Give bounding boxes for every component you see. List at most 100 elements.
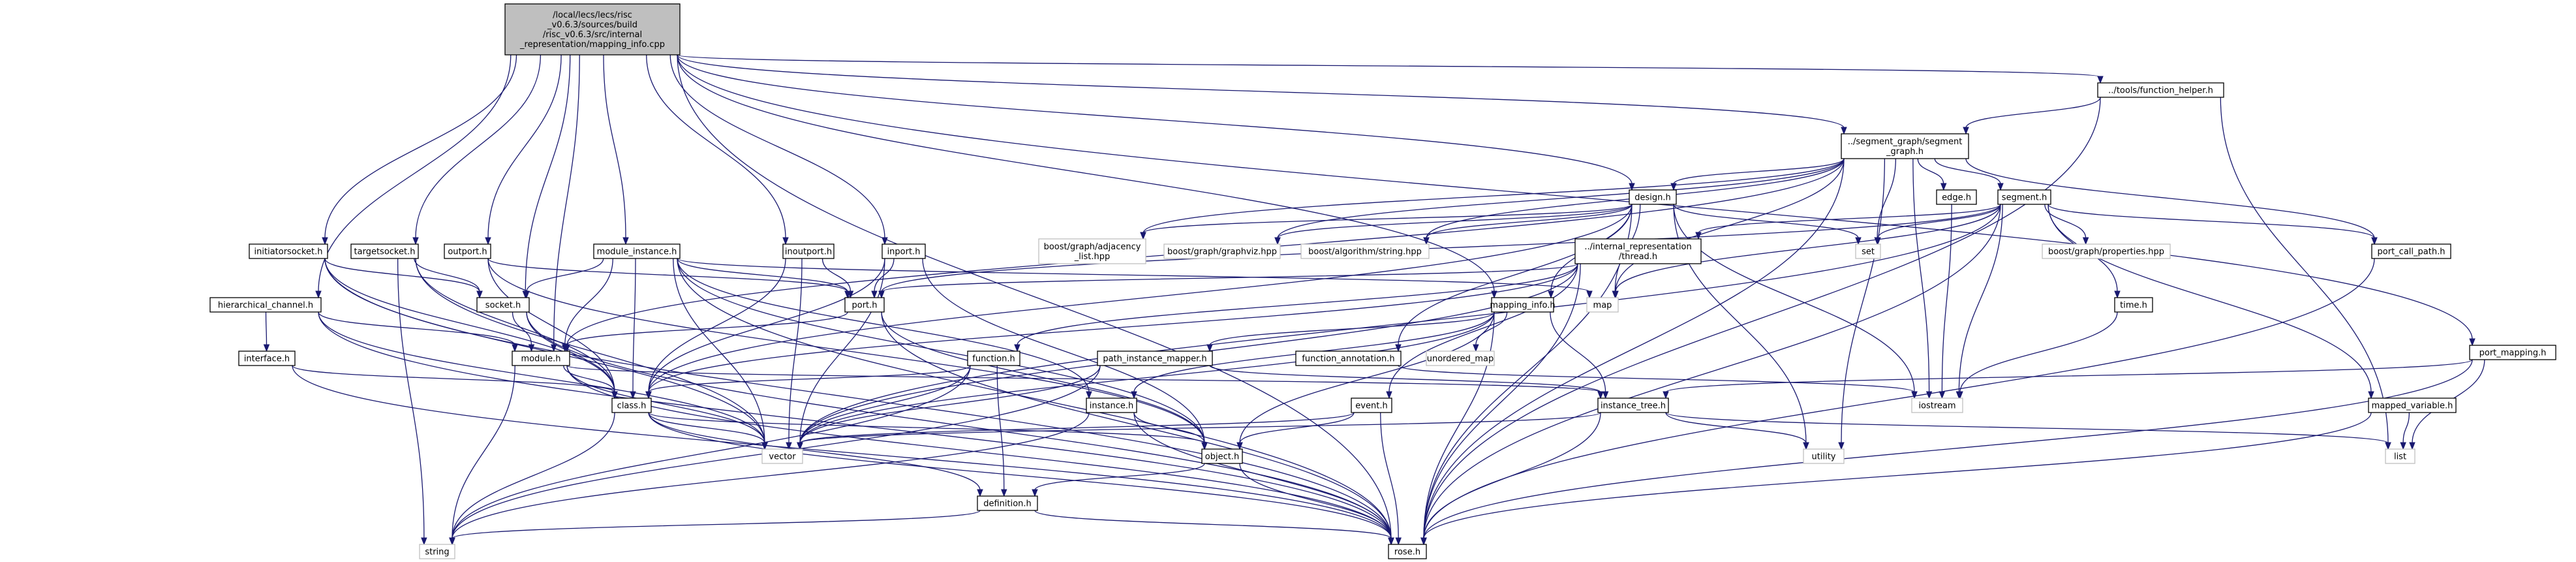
- edge-function_helper-to-list: [2220, 97, 2389, 444]
- edge-thread-to-event: [1388, 263, 1578, 393]
- edge-module-to-class: [563, 365, 615, 393]
- node-rose[interactable]: rose.h: [1388, 544, 1427, 559]
- edge-module_instance-to-instance: [677, 258, 1090, 393]
- node-label-port_call_path: port_call_path.h: [2378, 247, 2446, 257]
- arrowhead-segment-to-thread: [1695, 232, 1702, 240]
- node-interface[interactable]: interface.h: [238, 351, 296, 366]
- node-function[interactable]: function.h: [967, 351, 1020, 366]
- arrowhead-mapped_variable-to-list: [2400, 442, 2406, 450]
- edge-segment-to-map: [1615, 204, 2001, 292]
- arrowhead-hier_channel-to-interface: [263, 344, 270, 352]
- node-thread[interactable]: ../internal_representation/thread.h: [1574, 238, 1702, 264]
- node-function_helper[interactable]: ../tools/function_helper.h: [2097, 82, 2224, 98]
- node-port[interactable]: port.h: [844, 297, 885, 313]
- node-edge[interactable]: edge.h: [1936, 189, 1977, 205]
- edge-root-to-inport: [669, 54, 885, 239]
- node-initiatorsocket[interactable]: initiatorsocket.h: [249, 243, 328, 259]
- node-object[interactable]: object.h: [1201, 448, 1243, 464]
- edge-thread-to-port: [881, 263, 1578, 292]
- arrowhead-segment-to-port_call_path: [2371, 237, 2378, 245]
- node-label-root: _v0.6.3/sources/build: [547, 20, 637, 30]
- arrowhead-object-to-definition: [1032, 489, 1038, 497]
- arrowhead-mapping_info-to-instance_tree: [1602, 391, 1609, 399]
- edge-targetsocket-to-vector: [415, 258, 765, 444]
- edge-definition-to-string: [452, 510, 981, 539]
- node-path_instance_mapper[interactable]: path_instance_mapper.h: [1097, 351, 1213, 366]
- edge-mapping_info-to-path_instance_mapper: [1209, 311, 1495, 346]
- node-instance[interactable]: instance.h: [1086, 398, 1137, 413]
- node-segment[interactable]: segment.h: [1997, 189, 2051, 205]
- graph-edges: [263, 54, 2485, 546]
- node-segment_graph[interactable]: ../segment_graph/segment_graph.h: [1841, 133, 1969, 159]
- node-module[interactable]: module.h: [512, 351, 570, 366]
- node-utility: utility: [1803, 448, 1845, 464]
- edge-port_call_path-to-rose: [1423, 258, 2375, 539]
- arrowhead-design-to-ba_str: [1423, 237, 1430, 245]
- node-socket[interactable]: socket.h: [476, 297, 530, 313]
- node-box-list: [2385, 448, 2415, 464]
- node-bg_props: boost/graph/properties.hpp: [2042, 243, 2171, 259]
- node-box-definition: [977, 495, 1038, 511]
- node-box-thread: [1574, 238, 1702, 264]
- node-mapping_info[interactable]: mapping_info.h: [1490, 297, 1556, 313]
- edge-root-to-segment_graph: [677, 54, 1845, 129]
- node-time[interactable]: time.h: [2114, 297, 2153, 313]
- edge-segment_graph-to-iostream: [1912, 158, 1930, 393]
- node-box-bg_props: [2042, 243, 2171, 259]
- edge-thread-to-function: [1017, 263, 1578, 346]
- node-box-ba_str: [1300, 243, 1430, 259]
- node-box-port_call_path: [2371, 243, 2451, 259]
- arrowhead-module_instance-to-class: [630, 391, 636, 399]
- node-box-instance_tree: [1597, 398, 1669, 413]
- edge-initiatorsocket-to-socket: [324, 258, 480, 292]
- node-label-segment: segment.h: [2002, 193, 2047, 203]
- edge-hier_channel-to-module: [318, 311, 515, 346]
- arrowhead-root-to-segment_graph: [1841, 127, 1847, 135]
- node-mapped_variable[interactable]: mapped_variable.h: [2368, 398, 2457, 413]
- node-module_instance[interactable]: module_instance.h: [593, 243, 681, 259]
- edge-socket-to-rose: [526, 311, 1392, 539]
- arrowhead-mapping_info-to-unordered_map: [1473, 344, 1479, 352]
- arrowhead-segment-to-map: [1612, 290, 1619, 299]
- node-outport[interactable]: outport.h: [444, 243, 491, 259]
- edge-segment-to-vector: [799, 204, 2001, 444]
- node-instance_tree[interactable]: instance_tree.h: [1597, 398, 1669, 413]
- edge-function_helper-to-segment_graph: [1965, 97, 2101, 129]
- edge-segment-to-set: [1877, 204, 2001, 239]
- edge-mapping_info-to-unordered_map: [1475, 311, 1508, 346]
- node-box-event: [1351, 398, 1392, 413]
- node-label-function_helper: ../tools/function_helper.h: [2108, 86, 2213, 96]
- node-definition[interactable]: definition.h: [977, 495, 1038, 511]
- node-hier_channel[interactable]: hierarchical_channel.h: [209, 297, 322, 313]
- node-label-module: module.h: [521, 354, 560, 364]
- node-design[interactable]: design.h: [1629, 189, 1677, 205]
- node-label-port: port.h: [851, 301, 877, 311]
- edge-root-to-hier_channel: [318, 54, 512, 292]
- node-inport[interactable]: inport.h: [882, 243, 926, 259]
- node-label-interface: interface.h: [244, 354, 290, 364]
- edge-function_helper-to-rose: [1423, 97, 2101, 539]
- node-targetsocket[interactable]: targetsocket.h: [350, 243, 419, 259]
- edge-segment-to-bg_props: [2044, 204, 2087, 239]
- node-port_mapping[interactable]: port_mapping.h: [2469, 345, 2556, 360]
- node-class[interactable]: class.h: [611, 398, 652, 413]
- arrowhead-design-to-bg_adj: [1140, 232, 1146, 240]
- arrowhead-definition-to-string: [449, 537, 455, 546]
- node-root[interactable]: /local/lecs/lecs/risc_v0.6.3/sources/bui…: [504, 3, 681, 55]
- node-box-module: [512, 351, 570, 366]
- node-label-event: event.h: [1355, 401, 1387, 411]
- node-inoutport[interactable]: inoutport.h: [782, 243, 835, 259]
- edge-class-to-object: [648, 412, 1205, 444]
- edge-segment_graph-to-design: [1673, 158, 1845, 185]
- edge-hier_channel-to-rose: [318, 311, 1392, 539]
- node-function_annotation[interactable]: function_annotation.h: [1295, 351, 1402, 366]
- node-port_call_path[interactable]: port_call_path.h: [2371, 243, 2451, 259]
- arrowhead-socket-to-module: [528, 344, 535, 352]
- edge-targetsocket-to-string: [397, 258, 425, 539]
- edge-interface-to-class: [292, 365, 615, 393]
- arrowhead-design-to-mapping_info: [1548, 290, 1554, 299]
- node-label-instance_tree: instance_tree.h: [1601, 401, 1666, 411]
- node-iostream: iostream: [1911, 398, 1963, 413]
- node-event[interactable]: event.h: [1351, 398, 1392, 413]
